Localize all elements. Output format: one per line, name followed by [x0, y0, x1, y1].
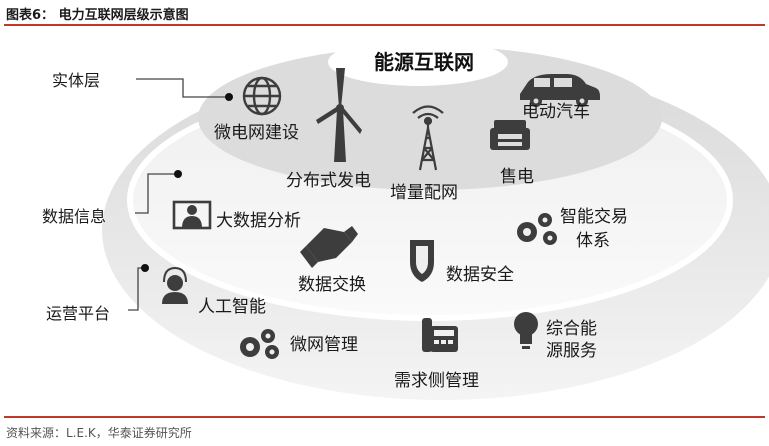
item-data-security: 数据安全 [446, 265, 514, 285]
connector-dot-operation [141, 264, 149, 272]
headset-icon [162, 266, 188, 304]
item-data-exchange: 数据交换 [298, 275, 366, 295]
car-icon [520, 74, 600, 107]
telephone-icon [422, 318, 458, 352]
retail-terminal-icon [490, 120, 530, 150]
layer-data-label: 数据信息 [42, 207, 107, 226]
item-smart-trading-line1: 智能交易 [560, 207, 628, 227]
core-title: 能源互联网 [374, 50, 474, 74]
lightbulb-icon [514, 312, 538, 349]
transmission-tower-icon [412, 105, 444, 171]
presentation-icon [172, 200, 212, 230]
shield-icon [410, 240, 434, 282]
connector-data [135, 173, 176, 214]
figure-title: 图表6： 电力互联网层级示意图 [6, 8, 189, 23]
item-big-data: 大数据分析 [216, 211, 301, 231]
item-ev: 电动汽车 [522, 102, 590, 122]
item-retail: 售电 [500, 167, 534, 187]
item-distributed-gen: 分布式发电 [286, 171, 371, 191]
diagram [102, 38, 769, 400]
item-demand-side: 需求侧管理 [394, 371, 479, 391]
item-integrated-line1: 综合能 [546, 319, 597, 339]
connector-physical [136, 78, 226, 98]
handshake-icon [300, 226, 358, 268]
item-ai: 人工智能 [198, 297, 266, 317]
connector-dot-data [174, 170, 182, 178]
source-note: 资料来源：L.E.K，华泰证券研究所 [6, 426, 192, 440]
layer-operation-label: 运营平台 [46, 304, 111, 323]
item-incremental-grid: 增量配网 [390, 183, 458, 203]
globe-icon [242, 76, 282, 116]
connector-dot-physical [225, 93, 233, 101]
item-integrated-line2: 源服务 [546, 341, 597, 361]
core-ellipse [328, 38, 508, 86]
gears-icon-microgrid [240, 329, 279, 359]
connector-operation [128, 267, 143, 311]
item-smart-trading-line2: 体系 [576, 231, 610, 251]
top-rule [4, 24, 765, 26]
wind-turbine-icon [316, 68, 362, 162]
item-microgrid-build: 微电网建设 [214, 123, 299, 143]
item-microgrid-mgmt: 微网管理 [290, 335, 358, 355]
layer-physical-label: 实体层 [52, 71, 101, 90]
bottom-rule [4, 416, 765, 418]
gears-icon-trading [517, 213, 557, 245]
